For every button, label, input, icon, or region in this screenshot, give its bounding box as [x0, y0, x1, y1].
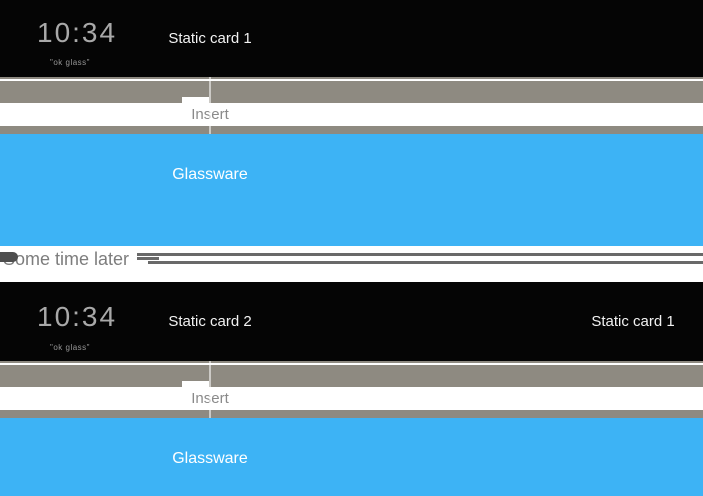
glassware-label: Glassware	[172, 166, 248, 183]
insert-row: Insert	[0, 387, 703, 410]
static-card-2-label: Static card 2	[168, 313, 252, 330]
glassware-label: Glassware	[172, 450, 248, 467]
insert-row: Insert	[0, 103, 703, 126]
clock-time: 10:34	[37, 17, 118, 48]
time-separator: Some time later	[0, 246, 703, 282]
glassware-card: Glassware	[0, 134, 703, 246]
separator-line	[148, 261, 703, 264]
static-card-1-label: Static card 1	[168, 30, 252, 47]
separator-line	[137, 253, 703, 256]
timeline-strip	[0, 410, 703, 418]
some-time-later-label: Some time later	[3, 249, 130, 269]
home-clock-card: 10:34 "ok glass" Static card 2 Static ca…	[0, 282, 703, 361]
timeline-strip	[0, 126, 703, 134]
timeline-strip	[0, 81, 703, 103]
timeline-strip	[0, 361, 703, 363]
timeline-strip	[0, 77, 703, 79]
insertion-seam	[209, 77, 211, 134]
separator-end-cap	[0, 252, 18, 262]
insertion-seam	[209, 361, 211, 418]
insertion-notch	[182, 381, 209, 388]
glassware-card: Glassware	[0, 418, 703, 496]
timeline-strip	[0, 365, 703, 387]
insertion-notch	[182, 97, 209, 104]
clock-time: 10:34	[37, 301, 118, 332]
separator-line	[137, 257, 159, 260]
home-clock-card: 10:34 "ok glass" Static card 1	[0, 0, 703, 77]
static-card-1-label: Static card 1	[591, 313, 675, 330]
ok-glass-hint: "ok glass"	[49, 58, 91, 67]
ok-glass-hint: "ok glass"	[49, 343, 91, 352]
